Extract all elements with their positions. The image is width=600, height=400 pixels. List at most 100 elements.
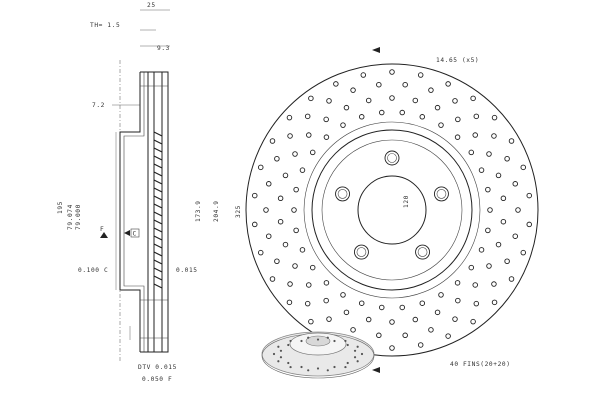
tol-parallel: 0.050 F bbox=[142, 376, 172, 383]
dim-flange: 7.2 bbox=[92, 102, 105, 109]
drill-hole bbox=[452, 98, 458, 104]
drill-hole bbox=[269, 276, 276, 282]
drill-hole bbox=[434, 309, 441, 316]
drill-hole bbox=[504, 258, 510, 265]
datum-f-marker bbox=[100, 232, 108, 238]
bolt-hole-inner bbox=[337, 189, 348, 199]
dim-centering-outer: 195 bbox=[57, 201, 64, 214]
hat-profile-left-inner bbox=[123, 72, 145, 352]
bolt-hole bbox=[335, 186, 350, 202]
drill-hole bbox=[293, 186, 299, 193]
drill-hole bbox=[445, 333, 451, 339]
drill-hole bbox=[266, 233, 272, 239]
tol-flatness: 0.015 bbox=[176, 267, 198, 274]
drill-hole bbox=[376, 81, 382, 88]
drill-hole bbox=[512, 233, 519, 239]
drill-hole bbox=[500, 195, 507, 202]
drill-hole bbox=[454, 280, 461, 286]
drill-hole bbox=[512, 181, 519, 187]
drill-hole bbox=[419, 114, 426, 120]
bolt-hole bbox=[415, 244, 431, 260]
drill-hole bbox=[486, 151, 492, 157]
drill-hole bbox=[358, 114, 365, 120]
drill-hole bbox=[379, 304, 385, 311]
drill-hole bbox=[455, 297, 461, 304]
drill-hole bbox=[472, 132, 478, 138]
thumb-drill-hole bbox=[326, 369, 329, 372]
drill-hole bbox=[438, 292, 444, 298]
drill-hole bbox=[485, 227, 491, 234]
drill-hole bbox=[454, 134, 461, 140]
drill-hole bbox=[269, 138, 276, 144]
drill-hole bbox=[487, 207, 493, 213]
bolt-hole bbox=[434, 186, 449, 202]
thumb-drill-hole bbox=[316, 338, 320, 341]
drill-hole bbox=[365, 97, 372, 104]
drill-hole bbox=[309, 149, 316, 156]
drill-hole bbox=[470, 95, 476, 102]
drill-hole bbox=[468, 264, 475, 271]
drill-hole bbox=[472, 282, 478, 288]
thumb-bore bbox=[305, 335, 331, 347]
drill-hole bbox=[485, 186, 491, 193]
thumb-drill-hole bbox=[333, 339, 336, 343]
drill-hole bbox=[470, 318, 476, 325]
drill-hole bbox=[326, 98, 332, 104]
dim-inner-width: 9.3 bbox=[157, 45, 170, 52]
thumb-drill-hole bbox=[289, 339, 292, 343]
dim-inner-diameter: 204.9 bbox=[213, 200, 220, 222]
drill-hole bbox=[445, 81, 451, 87]
drill-hole bbox=[350, 87, 356, 93]
thumb-drill-hole bbox=[333, 365, 336, 369]
bolt-hole-inner bbox=[417, 247, 428, 257]
rotation-arrow-top bbox=[372, 47, 380, 53]
drill-hole bbox=[299, 167, 306, 173]
perspective-view bbox=[261, 331, 375, 379]
drill-hole bbox=[379, 109, 385, 116]
drill-hole bbox=[299, 247, 306, 253]
datum-c-arrow bbox=[124, 230, 130, 236]
bolt-hole-inner bbox=[356, 247, 367, 257]
thumb-drill-hole bbox=[356, 345, 359, 348]
drill-hole bbox=[473, 300, 480, 307]
drill-hole bbox=[399, 109, 405, 116]
drill-hole bbox=[292, 151, 298, 157]
thumb-drill-holes bbox=[272, 336, 364, 372]
drill-hole bbox=[258, 249, 264, 256]
hat-profile-left bbox=[119, 72, 141, 352]
dim-hat-thickness: TH= 1.5 bbox=[90, 22, 120, 29]
drill-hole bbox=[491, 299, 498, 306]
friction-plate-inner bbox=[161, 71, 169, 353]
drill-hole bbox=[399, 304, 405, 311]
drill-hole bbox=[282, 172, 289, 179]
dim-fins: 40 FINS(20+20) bbox=[450, 361, 511, 368]
friction-plate-outer bbox=[147, 71, 155, 353]
thumb-drill-hole bbox=[300, 339, 303, 343]
drill-hole bbox=[500, 218, 507, 225]
thumb-drill-hole bbox=[277, 345, 280, 348]
cross-drilled-holes bbox=[252, 69, 532, 351]
drill-hole bbox=[526, 221, 532, 228]
thumb-drill-hole bbox=[353, 349, 357, 352]
drill-hole bbox=[274, 258, 280, 265]
drill-hole bbox=[252, 192, 258, 199]
thumb-drill-hole bbox=[277, 360, 280, 363]
drill-hole bbox=[293, 227, 299, 234]
drill-hole bbox=[323, 280, 330, 286]
vent-fins-hatch bbox=[153, 131, 163, 289]
thumb-drill-hole bbox=[316, 367, 320, 370]
drill-hole bbox=[360, 72, 367, 78]
drill-hole bbox=[323, 297, 329, 304]
datum-f-label: F bbox=[100, 226, 104, 233]
drill-hole bbox=[266, 181, 272, 187]
thumb-drill-hole bbox=[272, 352, 276, 356]
drill-hole bbox=[434, 104, 441, 111]
drill-hole bbox=[304, 113, 311, 120]
drill-hole bbox=[478, 247, 485, 253]
disc-outer-edge bbox=[245, 63, 539, 357]
drill-hole bbox=[478, 167, 485, 173]
drill-hole bbox=[417, 72, 424, 78]
drill-hole bbox=[389, 69, 395, 75]
drill-hole bbox=[419, 300, 426, 306]
